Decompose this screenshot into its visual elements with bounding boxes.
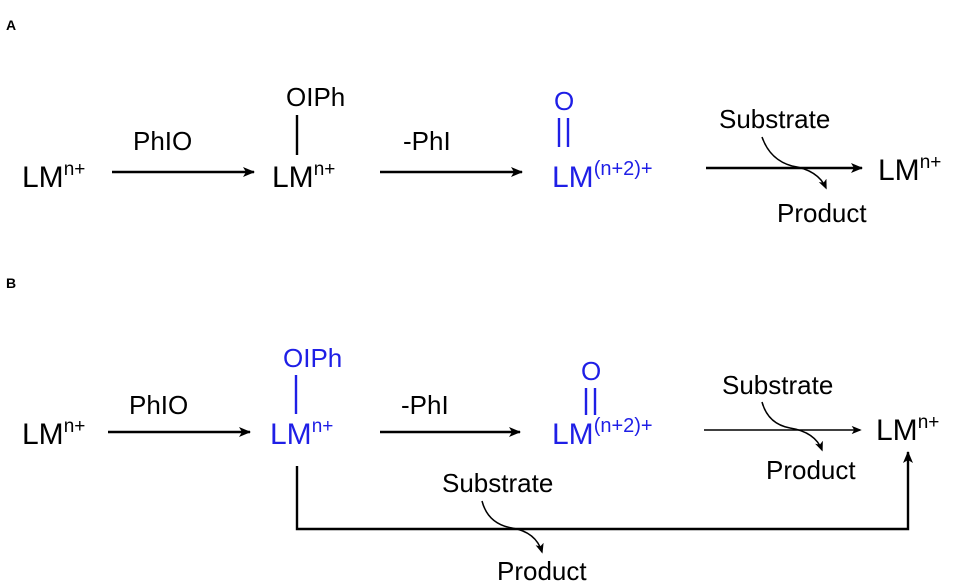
panel-a-reagent-1: PhIO (133, 126, 192, 156)
panel-b-oxo-base: LM (552, 418, 594, 451)
panel-a-product-curve (791, 165, 827, 190)
panel-b-product-top: Product (766, 455, 856, 485)
panel-b-substrate-bottom-curve (481, 500, 513, 529)
panel-b-reagent-2: -PhI (401, 390, 449, 420)
panel-b-label: B (6, 275, 16, 291)
panel-a-oxo-charge: (n+2)+ (594, 158, 653, 180)
panel-b-start-charge: n+ (64, 416, 86, 437)
panel-a-oxo-base: LM (552, 161, 594, 194)
panel-a-intermediate-complex: LMn+ (272, 159, 335, 194)
panel-a-intermediate-ligand: OIPh (286, 82, 345, 112)
panel-b-oxo-complex: LM(n+2)+ (552, 415, 653, 451)
panel-b-oxo-atom: O (581, 356, 601, 386)
panel-a-intermediate-charge: n+ (314, 159, 336, 180)
panel-b-oxo-charge: (n+2)+ (594, 415, 653, 437)
panel-b-intermediate-base: LM (270, 418, 312, 451)
panel-b-reagent-1: PhIO (129, 390, 188, 420)
panel-a-label: A (6, 17, 16, 33)
panel-b-intermediate-ligand: OIPh (283, 343, 342, 373)
panel-a-oxo-atom: O (554, 86, 574, 116)
panel-a-oxo-complex: LM(n+2)+ (552, 158, 653, 194)
panel-b-substrate-top-curve (761, 401, 791, 429)
panel-a-reagent-2: -PhI (403, 126, 451, 156)
panel-a-end-base: LM (878, 154, 920, 187)
panel-a-substrate-curve (761, 136, 793, 167)
panel-b-product-bottom-curve (511, 527, 544, 554)
panel-a-start-complex: LMn+ (22, 159, 85, 194)
panel-b-end-complex: LMn+ (876, 412, 939, 447)
panel-b-end-charge: n+ (918, 412, 940, 433)
panel-b-product-bottom: Product (497, 556, 587, 586)
panel-b-substrate-top: Substrate (722, 370, 833, 400)
panel-b-intermediate-complex: LMn+ (270, 416, 333, 451)
panel-b-product-top-curve (789, 427, 823, 452)
panel-b-start-complex: LMn+ (22, 416, 85, 451)
panel-b-end-base: LM (876, 414, 918, 447)
panel-b-start-base: LM (22, 418, 64, 451)
panel-a-start-charge: n+ (64, 159, 86, 180)
panel-b-intermediate-charge: n+ (312, 416, 334, 437)
panel-b-direct-path-arrow (295, 451, 913, 531)
panel-a-start-base: LM (22, 161, 64, 194)
panel-a-substrate: Substrate (719, 104, 830, 134)
panel-a-end-charge: n+ (920, 152, 942, 173)
panel-a-intermediate-base: LM (272, 161, 314, 194)
panel-a-product: Product (777, 198, 867, 228)
panel-a-end-complex: LMn+ (878, 152, 941, 187)
panel-b-substrate-bottom: Substrate (442, 468, 553, 498)
